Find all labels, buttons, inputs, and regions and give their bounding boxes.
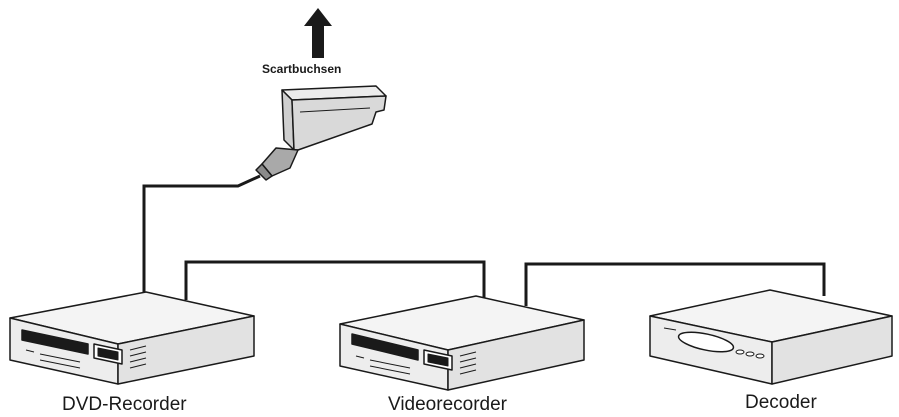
decoder-label: Decoder bbox=[745, 392, 817, 413]
up-arrow-icon bbox=[304, 8, 332, 58]
decoder-device bbox=[649, 289, 893, 385]
videorecorder-label: Videorecorder bbox=[388, 394, 508, 415]
dvd-recorder-label: DVD-Recorder bbox=[62, 394, 187, 415]
cables bbox=[142, 174, 826, 306]
dvd-recorder-device bbox=[9, 291, 255, 385]
cable-vcr-decoder bbox=[524, 262, 826, 306]
scart-cable bbox=[142, 174, 261, 298]
cable-dvd-vcr bbox=[184, 260, 486, 302]
scart-sockets-label: Scartbuchsen bbox=[262, 62, 342, 76]
scart-plug-icon bbox=[255, 85, 387, 181]
videorecorder-device bbox=[339, 295, 585, 391]
